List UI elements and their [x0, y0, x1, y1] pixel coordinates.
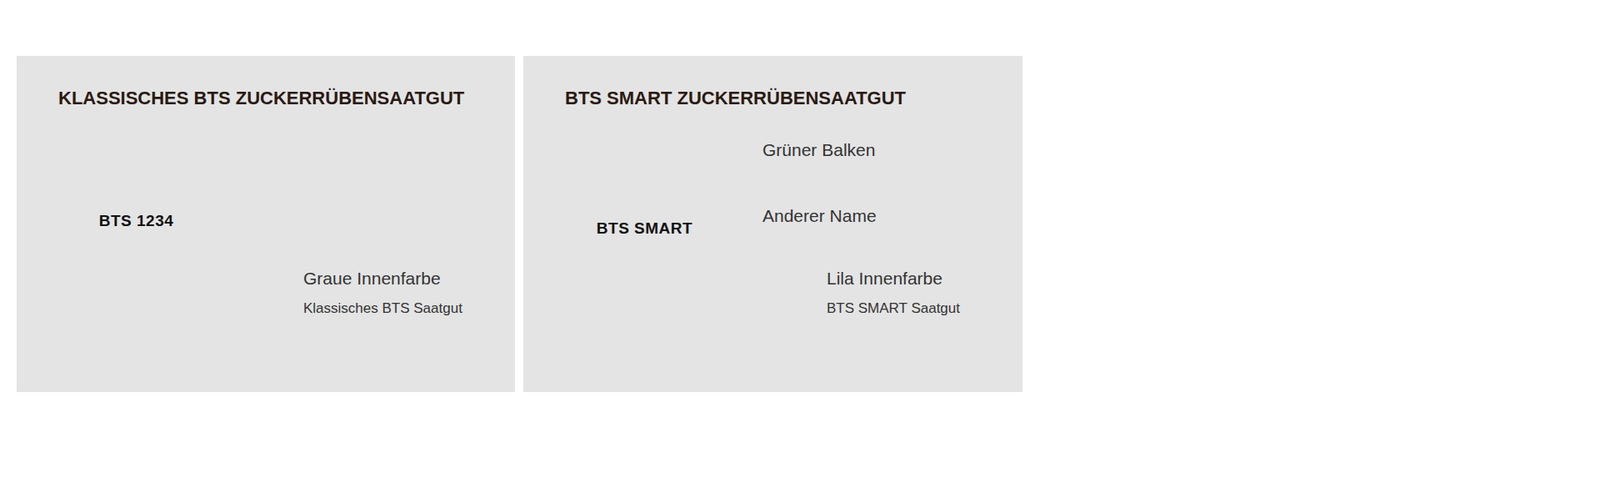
seed-bag: BTS SMART [585, 160, 705, 347]
purple-seed-dot [727, 285, 981, 340]
callout-label: Anderer Name [762, 205, 877, 226]
product-name: BTS SMART [585, 219, 705, 238]
callout-label: Lila Innenfarbe [826, 268, 943, 289]
callout-label: Grüner Balken [762, 140, 875, 160]
classic-bag [58, 137, 195, 345]
callout-label: Graue Innenfarbe [303, 268, 441, 289]
product-name: BTS 1234 [77, 211, 195, 230]
panel: KLASSISCHES BTS ZUCKERRÜBENSAATGUT BTS 12… [16, 55, 515, 392]
grey-seed-dot [219, 285, 488, 340]
smart-bag [564, 137, 705, 349]
leader-line [705, 165, 890, 177]
leader-line [707, 230, 890, 232]
callout-label: BTS SMART Saatgut [826, 300, 960, 317]
panel-title: KLASSISCHES BTS ZUCKERRÜBENSAATGUT [58, 87, 465, 110]
callout-label: Klassisches BTS Saatgut [303, 300, 463, 317]
seed-bag: BTS 1234 [77, 160, 195, 345]
panel-title: BTS SMART ZUCKERRÜBENSAATGUT [565, 87, 906, 110]
